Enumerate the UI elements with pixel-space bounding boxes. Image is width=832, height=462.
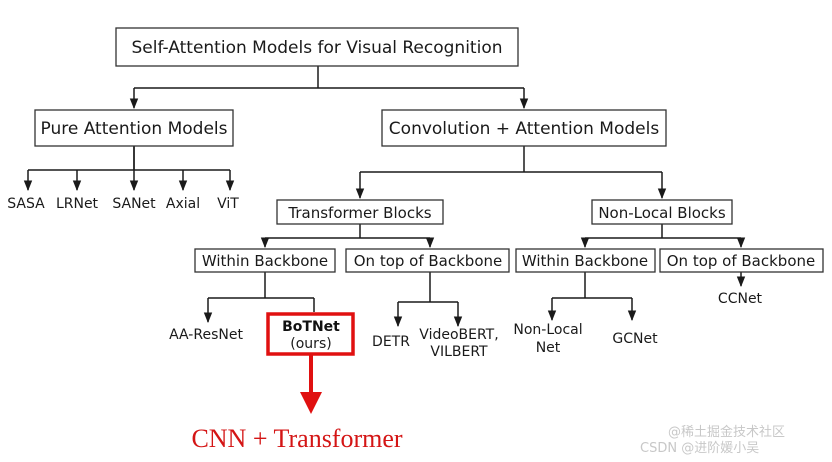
leaf-detr: DETR (372, 334, 410, 350)
transformer-blocks-node: Transformer Blocks (276, 199, 444, 225)
transformer-blocks-label: Transformer Blocks (287, 204, 431, 222)
botnet-highlight: BoTNet (ours) (266, 312, 355, 356)
leaf-gcnet: GCNet (612, 331, 658, 347)
watermark-csdn: CSDN @进阶媛小吴 (640, 441, 759, 456)
root-label: Self-Attention Models for Visual Recogni… (132, 38, 503, 58)
leaf-aa-resnet: AA-ResNet (169, 327, 243, 343)
conv-attention-node: Convolution + Attention Models (381, 109, 667, 147)
botnet-name: BoTNet (282, 319, 340, 335)
connectors (23, 66, 746, 328)
nonlocal-ontop-label: On top of Backbone (667, 252, 816, 270)
non-local-blocks-label: Non-Local Blocks (598, 204, 726, 222)
caption: CNN + Transformer (191, 424, 402, 453)
transformer-within-label: Within Backbone (202, 252, 328, 270)
leaf-non-local-1: Non-Local (513, 322, 582, 338)
non-local-blocks-node: Non-Local Blocks (591, 199, 733, 225)
transformer-ontop-label: On top of Backbone (354, 252, 503, 270)
leaf-vit: ViT (217, 196, 239, 212)
nonlocal-within-backbone-node: Within Backbone (515, 248, 656, 273)
leaf-ccnet: CCNet (718, 291, 763, 307)
root-node: Self-Attention Models for Visual Recogni… (115, 27, 519, 67)
watermark-juejin: @稀土掘金技术社区 (668, 424, 785, 440)
transformer-ontop-backbone-node: On top of Backbone (345, 248, 510, 273)
nonlocal-within-label: Within Backbone (522, 252, 648, 270)
red-arrow-icon (300, 354, 322, 414)
leaf-videobert: VideoBERT, (419, 327, 498, 343)
leaf-non-local-2: Net (536, 340, 561, 356)
leaf-lrnet: LRNet (56, 196, 99, 212)
leaf-sanet: SANet (112, 196, 156, 212)
botnet-highlight-box (266, 312, 355, 356)
pure-attention-leaves: SASA LRNet SANet Axial ViT (7, 196, 239, 212)
conv-attention-label: Convolution + Attention Models (389, 119, 660, 139)
pure-attention-label: Pure Attention Models (41, 119, 228, 139)
transformer-within-backbone-node: Within Backbone (194, 248, 336, 273)
leaf-sasa: SASA (7, 196, 45, 212)
leaf-vilbert: VILBERT (430, 344, 488, 360)
nonlocal-ontop-backbone-node: On top of Backbone (659, 248, 824, 273)
botnet-note: (ours) (290, 336, 331, 352)
pure-attention-node: Pure Attention Models (34, 109, 234, 147)
leaf-axial: Axial (166, 196, 200, 212)
